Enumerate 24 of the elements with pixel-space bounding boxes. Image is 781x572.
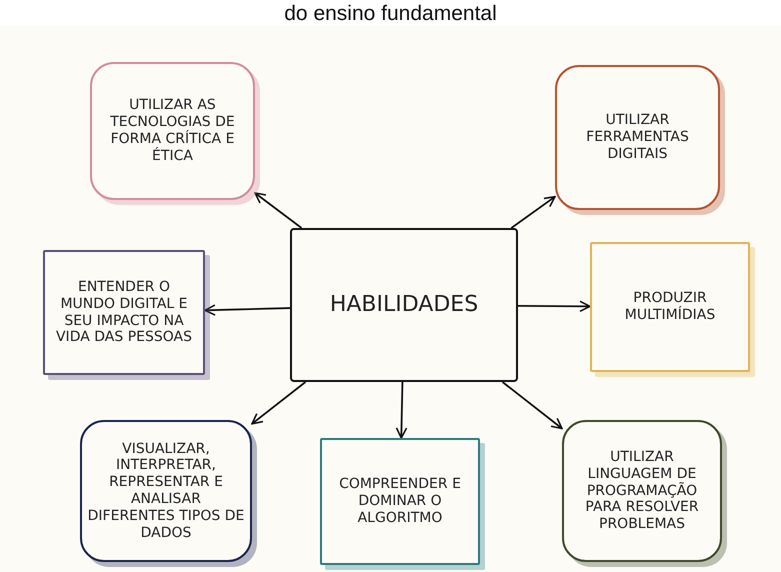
arrow bbox=[502, 381, 563, 430]
skill-box bbox=[555, 65, 720, 210]
node-label: ENTENDER O MUNDO DIGITAL E SEU IMPACTO NA VIDA DAS PESSOAS bbox=[54, 278, 193, 348]
node-label: PRODUZIR MULTIMÍDIAS bbox=[624, 289, 716, 325]
node-label: UTILIZAR AS TECNOLOGIAS DE FORMA CRÍTICA E ÉTICA bbox=[109, 96, 236, 166]
arrow bbox=[254, 192, 302, 229]
skill-box bbox=[43, 250, 205, 375]
node-label: COMPREENDER E DOMINAR O ALGORITMO bbox=[338, 475, 462, 528]
arrow bbox=[518, 300, 591, 312]
skill-box bbox=[590, 242, 750, 372]
central-box bbox=[290, 228, 518, 382]
arrow bbox=[251, 381, 306, 425]
node-label: UTILIZAR FERRAMENTAS DIGITAIS bbox=[585, 111, 690, 164]
arrow bbox=[510, 196, 556, 229]
node-label: VISUALIZAR, INTERPRETAR, REPRESENTAR E ANALISAR DIFERENTES TIPOS DE DADOS bbox=[86, 440, 246, 543]
node-label: UTILIZAR LINGUAGEM DE PROGRAMAÇÃO PARA RESOLVER PROBLEMAS bbox=[584, 448, 700, 534]
title: do ensino fundamental bbox=[283, 2, 498, 26]
skill-box bbox=[562, 420, 722, 562]
skill-box bbox=[80, 420, 252, 562]
arrow bbox=[204, 304, 290, 316]
node-label: HABILIDADES bbox=[328, 290, 480, 319]
skill-box bbox=[90, 62, 255, 200]
skill-box bbox=[320, 438, 480, 565]
arrow bbox=[396, 382, 408, 439]
